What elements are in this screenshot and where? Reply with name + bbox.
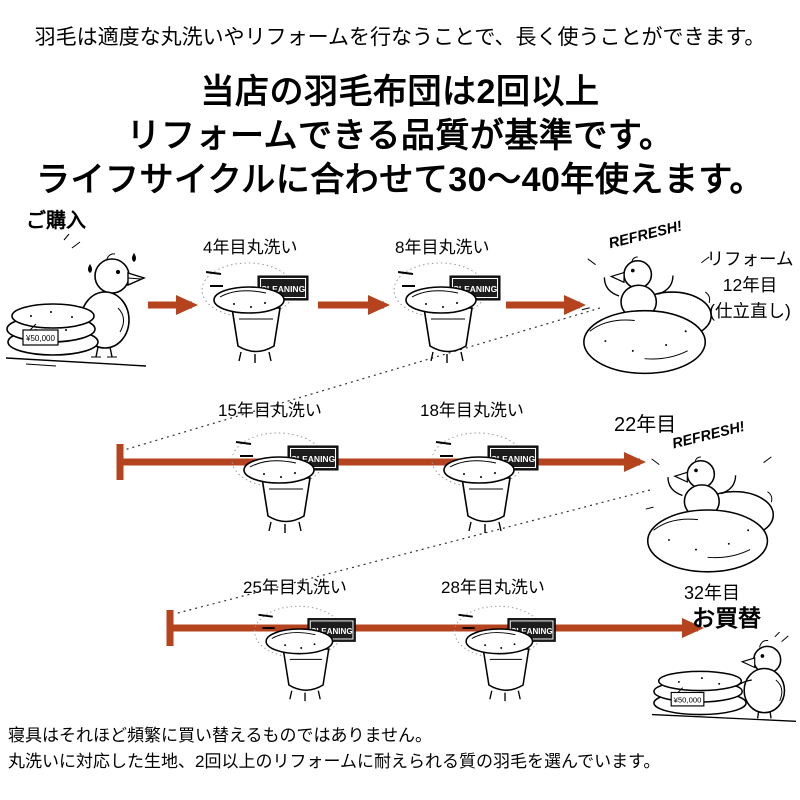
washing-machine-4y-icon: CLEANING <box>201 262 309 363</box>
wash-label-4y: 4年目丸洗い <box>203 238 298 257</box>
cleaning-sign-label: CLEANING <box>511 627 553 636</box>
replace-duck-icon: ¥50,000 <box>651 632 797 722</box>
cleaning-sign-label: CLEANING <box>261 284 306 294</box>
washing-machine-28y-icon: CLEANING <box>454 605 556 702</box>
washing-machine-8y-icon: CLEANING <box>393 262 501 363</box>
purchase-label: ご購入 <box>26 210 86 232</box>
refresh-label: REFRESH! <box>671 419 747 452</box>
price-tag-label: ¥50,000 <box>25 334 55 343</box>
price-tag-label: ¥50,000 <box>674 696 702 705</box>
washing-machine-25y-icon: CLEANING <box>254 605 356 702</box>
refresh-duck-22y-icon: REFRESH! <box>645 419 775 573</box>
cleaning-sign-label: CLEANING <box>453 284 498 294</box>
headline-line-1: 当店の羽毛布団は2回以上 <box>200 73 600 111</box>
headline-line-2: リフォームできる品質が基準です。 <box>126 117 674 155</box>
cleaning-sign-label: CLEANING <box>311 627 353 636</box>
headline-line-3: ライフサイクルに合わせて30〜40年使えます。 <box>35 161 765 199</box>
cleaning-sign-label: CLEANING <box>291 454 336 464</box>
reform-label-line-1: リフォーム <box>706 249 794 269</box>
refresh-label: REFRESH! <box>607 218 684 252</box>
wash-label-15y: 15年目丸洗い <box>218 401 322 420</box>
reform-label-line-3: (仕立直し) <box>709 301 791 321</box>
reform-label-line-2: 12年目 <box>722 275 778 295</box>
washing-machine-18y-icon: CLEANING <box>431 432 539 533</box>
reform-refresh-duck-icon: REFRESH! <box>581 218 712 375</box>
cleaning-sign-label: CLEANING <box>491 454 536 464</box>
wash-label-18y: 18年目丸洗い <box>420 401 524 420</box>
wash-label-25y: 25年目丸洗い <box>243 578 347 597</box>
headline: 当店の羽毛布団は2回以上 リフォームできる品質が基準です。 ライフサイクルに合わ… <box>0 70 800 202</box>
footer-line-2: 丸洗いに対応した生地、2回以上のリフォームに耐えられる質の羽毛を選んでいます。 <box>8 752 661 771</box>
wash-label-8y: 8年目丸洗い <box>395 238 490 257</box>
reform-label-block: リフォーム 12年目 (仕立直し) <box>700 246 800 324</box>
purchase-duck-icon: ¥50,000 <box>6 233 146 367</box>
footer-line-1: 寝具はそれほど頻繁に買い替えるものではありません。 <box>8 726 432 745</box>
replace-label: お買替 <box>692 605 761 631</box>
intro-text: 羽毛は適度な丸洗いやリフォームを行なうことで、長く使うことができます。 <box>34 26 766 49</box>
wash-label-28y: 28年目丸洗い <box>441 578 545 597</box>
year-label-32: 32年目 <box>684 583 741 603</box>
year-label-22: 22年目 <box>614 414 677 436</box>
washing-machine-15y-icon: CLEANING <box>231 432 339 533</box>
